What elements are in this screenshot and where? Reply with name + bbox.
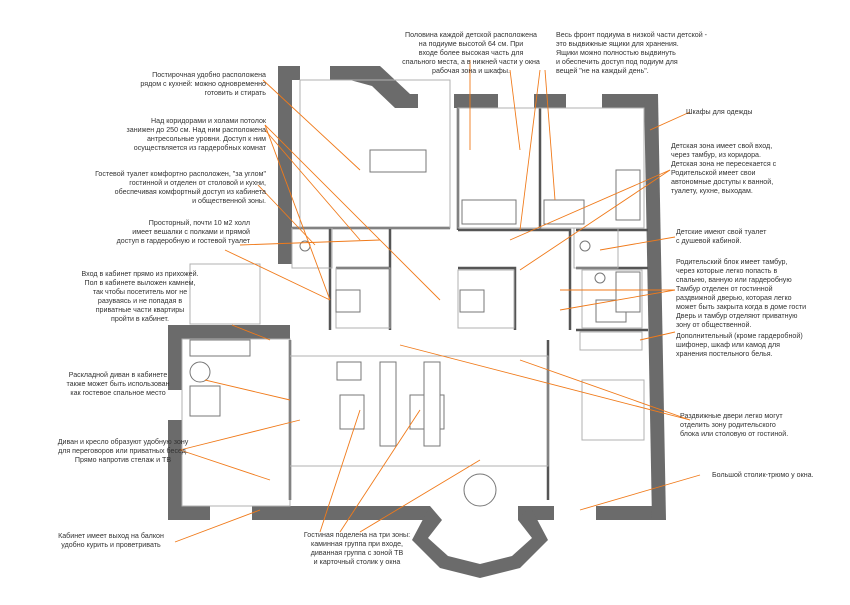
drawers-note: Весь фронт подиума в низкой части детско… [556,31,708,75]
sliding-doors-note: Раздвижные двери легко могут отделить зо… [680,412,789,438]
hall-note: Просторный, почти 10 м2 холл имеет вешал… [116,219,250,245]
vanity-note: Большой столик-трюмо у окна. [712,471,814,479]
kids-wc-note: Детские имеют свой туалет с душевой каби… [676,228,767,245]
ceiling-note: Над коридорами и холами потолок занижен … [126,117,267,152]
parent-block-note: Родительский блок имеет тамбур, через ко… [676,258,807,329]
window-openings [168,66,602,520]
kids-zone-note: Детская зона имеет свой вход, через тамб… [671,142,777,195]
laundry-note: Постирочная удобно расположена рядом с к… [140,71,266,97]
floor-plan-walls [168,60,701,578]
living-note: Гостиная поделена на три зоны: каминная … [303,531,411,566]
extra-storage-note: Дополнительный (кроме гардеробной) шифон… [676,332,803,358]
wardrobes-note: Шкафы для одежды [686,108,753,116]
guest-wc-note: Гостевой туалет комфортно расположен, "з… [95,170,266,205]
furniture [189,149,641,507]
podium-note: Половина каждой детской расположена на п… [402,31,540,75]
sofa-bed-note: Раскладной диван в кабинете также может … [66,371,170,397]
balcony-note: Кабинет имеет выход на балкон удобно кур… [58,532,164,549]
annotation-leaders [174,60,701,543]
sofa-chair-note: Диван и кресло образуют удобную зону для… [57,438,189,464]
study-entry-note: Вход в кабинет прямо из прихожей. Пол в … [81,270,199,323]
